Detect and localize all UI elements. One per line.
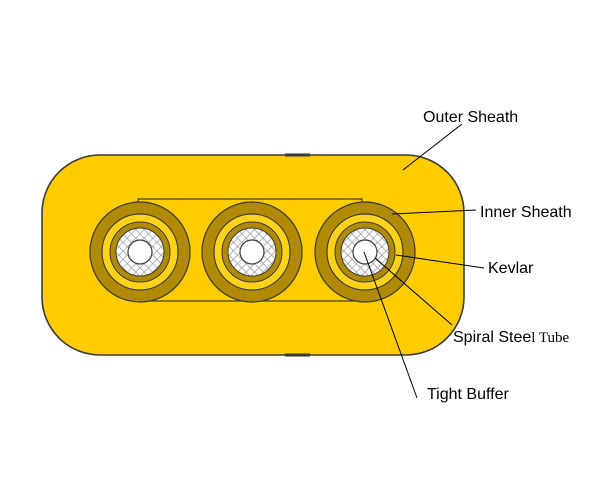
label-spiral-steel-tube-part-a: Spiral Stee (453, 329, 531, 346)
leader-spiral-steel-tube (374, 257, 453, 326)
label-spiral-steel-tube-part-b: l Tube (531, 330, 569, 346)
leader-inner-sheath (391, 209, 477, 215)
cable-unit-3 (314, 201, 416, 303)
cable-unit-2 (201, 201, 303, 303)
label-spiral-steel-tube: Spiral Steel Tube (453, 329, 570, 346)
unit-3-tight-buffer (352, 239, 378, 265)
cable-unit-1 (89, 201, 191, 303)
label-kevlar: Kevlar (488, 260, 534, 277)
leader-kevlar (395, 254, 485, 269)
leader-outer-sheath (402, 123, 463, 171)
label-tight-buffer: Tight Buffer (427, 386, 509, 403)
leader-tight-buffer (363, 251, 418, 399)
label-outer-sheath: Outer Sheath (423, 109, 518, 126)
label-inner-sheath: Inner Sheath (480, 204, 572, 221)
unit-2-tight-buffer (239, 239, 265, 265)
unit-1-tight-buffer (127, 239, 153, 265)
